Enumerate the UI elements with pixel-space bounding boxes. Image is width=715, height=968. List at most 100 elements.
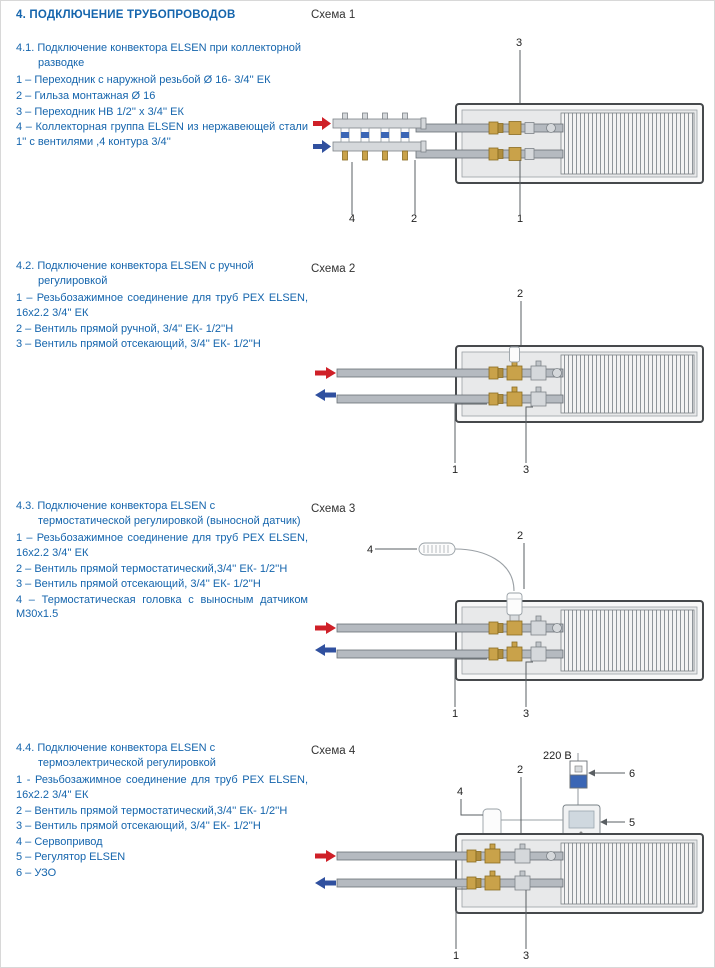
spec-item: 2 – Вентиль прямой ручной, 3/4'' ЕК- 1/2… <box>16 322 234 335</box>
return-arrow <box>325 392 336 398</box>
thermostatic-valve <box>506 646 523 662</box>
rcd-breaker <box>569 760 588 789</box>
section-4-4-items: 1 - Резьбозажимное соединение для труб P… <box>16 773 308 880</box>
spec-item: 4 – Коллекторная группа ELSEN из нержаве… <box>16 121 308 148</box>
supply-arrow <box>315 625 326 631</box>
callout-6-label: 6 <box>629 768 635 780</box>
pipe-fittings <box>488 121 556 161</box>
air-vent <box>552 623 562 633</box>
voltage-label: 220 В <box>543 750 572 762</box>
callout-2-label: 2 <box>517 530 523 542</box>
thermostatic-head <box>506 592 523 616</box>
schema-3-diagram: 4 2 <box>315 530 704 719</box>
pex-fitting <box>488 621 499 635</box>
spec-item: 1 – Резьбозажимное соединение для труб P… <box>16 292 308 319</box>
valve-group <box>466 843 556 891</box>
supply-arrow <box>313 121 322 126</box>
shutoff-valve <box>530 620 547 636</box>
shutoff-valve <box>514 875 531 891</box>
callout-4-label: 4 <box>367 544 373 556</box>
callout-1-label: 1 <box>517 213 523 225</box>
convector <box>455 600 704 681</box>
supply-return-pipes <box>315 367 564 404</box>
callout-5-label: 5 <box>629 817 635 829</box>
schema-3-label: Схема 3 <box>311 503 356 515</box>
return-arrow <box>325 647 336 653</box>
callout-6-arrowhead <box>588 769 595 777</box>
spec-item: 4 – Сервопривод <box>16 835 103 848</box>
manual-valve <box>506 391 523 407</box>
callout-1-line <box>454 403 487 463</box>
manifold-top-bar <box>332 118 422 129</box>
manual-valve <box>506 365 523 381</box>
remote-sensor <box>418 542 456 556</box>
section-4-1-heading: 4.1. Подключение конвектора ELSEN при ко… <box>16 42 302 69</box>
section-4-2-items: 1 – Резьбозажимное соединение для труб P… <box>16 291 308 352</box>
schema-2-diagram: 2 <box>315 288 704 476</box>
supply-arrow <box>315 370 326 376</box>
supply-arrow-head <box>326 622 336 634</box>
return-arrow <box>313 144 322 149</box>
page-title: 4. ПОДКЛЮЧЕНИЕ ТРУБОПРОВОДОВ <box>16 9 236 21</box>
convector <box>455 345 704 423</box>
callout-1-label: 1 <box>452 464 458 476</box>
schema-2-label: Схема 2 <box>311 263 356 275</box>
spec-item: 1 – Переходник с наружной резьбой Ø 16- … <box>16 74 271 87</box>
return-arrow-head <box>315 644 325 656</box>
callout-5-arrowhead <box>600 818 607 826</box>
section-4-2-text: 4.2. Подключение конвектора ELSEN с ручн… <box>16 259 308 353</box>
return-arrow-head <box>315 389 325 401</box>
thermostatic-valve <box>484 875 501 891</box>
supply-return-pipes <box>315 850 564 889</box>
manifold-vents <box>342 112 408 120</box>
manifold <box>313 112 427 161</box>
callout-1-label: 1 <box>452 708 458 719</box>
schema-1-diagram: 3 <box>313 37 704 225</box>
thermostatic-valve <box>484 848 501 864</box>
valve-group <box>488 592 562 662</box>
section-4-4-text: 4.4. Подключение конвектора ELSEN с терм… <box>16 741 308 882</box>
regulator <box>562 804 601 839</box>
pex-fitting <box>466 849 477 863</box>
supply-arrow-head <box>326 367 336 379</box>
fitting-adapter <box>488 121 499 135</box>
spec-item: 3 – Вентиль прямой отсекающий, 3/4'' ЕК-… <box>16 578 261 591</box>
section-4-2-heading: 4.2. Подключение конвектора ELSEN с ручн… <box>16 260 254 287</box>
thermostatic-valve <box>506 620 523 636</box>
schema-4-label: Схема 4 <box>311 745 356 757</box>
callout-1-line <box>454 658 487 707</box>
convector <box>455 103 704 184</box>
callout-2-label: 2 <box>411 213 417 225</box>
shutoff-valve <box>514 848 531 864</box>
section-4-1-text: 4.1. Подключение конвектора ELSEN при ко… <box>16 41 308 150</box>
shutoff-valve <box>530 646 547 662</box>
callout-1-label: 1 <box>453 950 459 962</box>
heat-exchanger-fins <box>560 354 695 414</box>
adapter-nut <box>508 121 522 135</box>
callout-3-label: 3 <box>523 708 529 719</box>
callout-2-label: 2 <box>517 764 523 776</box>
return-arrow-head <box>322 140 331 153</box>
spec-item: 2 – Гильза монтажная Ø 16 <box>16 89 156 102</box>
schema-1-label: Схема 1 <box>311 9 356 21</box>
callout-4-line <box>460 799 483 816</box>
callout-1-line <box>455 888 467 949</box>
fitting-adapter <box>488 147 499 161</box>
supply-return-pipes <box>315 622 564 659</box>
section-4-3-text: 4.3. Подключение конвектора ELSEN с терм… <box>16 499 308 623</box>
capillary-tube <box>454 548 515 592</box>
supply-arrow-head <box>322 117 331 130</box>
supply-arrow <box>315 853 326 859</box>
shutoff-valve <box>530 391 547 407</box>
shutoff-valve <box>530 365 547 381</box>
spec-item: 4 – Термостатическая головка с выносным … <box>16 593 308 621</box>
pex-fitting <box>488 366 499 380</box>
return-arrow <box>325 880 336 886</box>
callout-3-line <box>525 406 533 463</box>
pex-fitting <box>488 392 499 406</box>
section-4-1-items: 1 – Переходник с наружной резьбой Ø 16- … <box>16 73 308 149</box>
regulator-display <box>568 810 595 829</box>
adapter-nut <box>508 147 522 161</box>
spec-item: 2 – Вентиль прямой термостатический,3/4'… <box>16 804 288 817</box>
spec-item: 6 – УЗО <box>16 867 57 879</box>
